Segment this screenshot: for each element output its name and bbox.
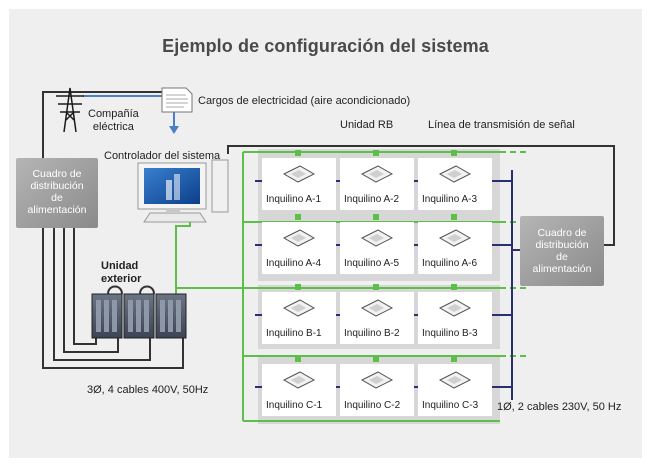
- monitor-stand: [166, 209, 180, 213]
- cassette-unit-icon: [438, 229, 472, 247]
- right-power-panel-label: Cuadro de distribución de alimentación: [532, 227, 592, 275]
- diagram-title: Ejemplo de configuración del sistema: [162, 36, 489, 56]
- controller-label: Controlador del sistema: [104, 150, 221, 162]
- cassette-unit-icon: [282, 165, 316, 183]
- cassette-grille: [369, 234, 384, 242]
- document-lines: [166, 94, 188, 108]
- pc-tower: [211, 159, 229, 213]
- computer-icon: [137, 159, 229, 223]
- outdoor-unit-icon: [123, 293, 155, 339]
- cassette-unit-icon: [438, 165, 472, 183]
- outdoor-unit-fin: [160, 300, 165, 332]
- cassette-grille: [447, 170, 462, 178]
- cassette-unit-icon: [438, 371, 472, 389]
- outdoor-unit-fin: [128, 300, 133, 332]
- rb-unit-label: Unidad RB: [340, 119, 394, 131]
- cassette-grille: [291, 304, 306, 312]
- tower-legs: [63, 87, 77, 133]
- outdoor-unit-fin: [168, 300, 173, 332]
- tenant-label: Inquilino A-5: [344, 258, 400, 269]
- utility-label: Compañía eléctrica: [88, 108, 139, 133]
- left-power-panel-box: [16, 158, 98, 228]
- tower-brace: [65, 111, 75, 121]
- right-power-panel-box: [520, 216, 604, 286]
- three-phase-line-1: [42, 228, 184, 369]
- cassette-grille: [369, 170, 384, 178]
- cassette-unit-icon: [282, 229, 316, 247]
- outdoor-unit-fin: [112, 300, 117, 332]
- outdoor-unit-fin: [136, 300, 141, 332]
- cassette-unit-icon: [438, 299, 472, 317]
- single-phase-label: 1Ø, 2 cables 230V, 50 Hz: [497, 401, 622, 413]
- rb-unit-icon: [451, 150, 457, 156]
- rb-unit-icon: [451, 356, 457, 362]
- rb-unit-icon: [451, 214, 457, 220]
- cassette-unit-icon: [360, 371, 394, 389]
- tenant-label: Inquilino A-2: [344, 194, 400, 205]
- billing-arrow-icon: [169, 126, 179, 134]
- tenant-label: Inquilino B-1: [266, 328, 322, 339]
- rb-unit-icon: [373, 284, 379, 290]
- rb-unit-icon: [373, 356, 379, 362]
- rb-unit-icon: [373, 214, 379, 220]
- tenant-label: Inquilino C-3: [422, 400, 479, 411]
- cassette-unit-icon: [360, 229, 394, 247]
- rb-unit-icon: [295, 356, 301, 362]
- outdoor-unit-fin: [144, 300, 149, 332]
- cassette-grille: [369, 376, 384, 384]
- cassette-grille: [447, 376, 462, 384]
- cassette-grille: [369, 304, 384, 312]
- three-phase-cables: [42, 91, 184, 369]
- signal-line-label: Línea de transmisión de señal: [428, 119, 575, 131]
- outdoor-units: [91, 285, 187, 339]
- rb-unit-icon: [373, 150, 379, 156]
- tenant-label: Inquilino A-1: [266, 194, 322, 205]
- tenant-label: Inquilino B-2: [344, 328, 400, 339]
- rb-unit-icon: [295, 214, 301, 220]
- outdoor-unit-icon: [155, 293, 187, 339]
- document-icon: [161, 87, 193, 113]
- outdoor-unit-fin: [96, 300, 101, 332]
- three-phase-line-3: [63, 228, 119, 353]
- indoor-units: [262, 150, 492, 416]
- screen-chart-bar-2: [174, 174, 180, 200]
- outdoor-unit-fin: [176, 300, 181, 332]
- cassette-grille: [447, 304, 462, 312]
- cassette-unit-icon: [360, 299, 394, 317]
- outdoor-unit-fin: [104, 300, 109, 332]
- tenant-label: Inquilino C-2: [344, 400, 401, 411]
- tenant-label: Inquilino B-3: [422, 328, 478, 339]
- tower-arms: [56, 95, 84, 113]
- utility-to-panel: [42, 91, 170, 160]
- three-phase-label: 3Ø, 4 cables 400V, 50Hz: [87, 384, 209, 396]
- cassette-unit-icon: [282, 299, 316, 317]
- rb-unit-icon: [451, 284, 457, 290]
- power-loop-line: [227, 145, 615, 246]
- cassette-grille: [291, 234, 306, 242]
- outdoor-unit-icon: [91, 293, 123, 339]
- cassette-unit-icon: [360, 165, 394, 183]
- cassette-grille: [291, 170, 306, 178]
- left-power-panel-label: Cuadro de distribución de alimentación: [27, 168, 87, 216]
- rb-unit-icon: [295, 150, 301, 156]
- screen-chart-bar-1: [166, 180, 172, 200]
- refrigerant-loop: [107, 285, 155, 295]
- charges-label: Cargos de electricidad (aire acondiciona…: [198, 95, 411, 107]
- three-phase-line-2: [53, 228, 151, 361]
- cassette-grille: [291, 376, 306, 384]
- cassette-grille: [447, 234, 462, 242]
- cassette-unit-icon: [282, 371, 316, 389]
- tenant-label: Inquilino C-1: [266, 400, 323, 411]
- outdoor-unit-label: Unidad exterior: [101, 260, 142, 285]
- keyboard: [143, 212, 207, 223]
- three-phase-line-4: [73, 228, 97, 345]
- tenant-label: Inquilino A-6: [422, 258, 478, 269]
- document-sheet: [161, 87, 193, 113]
- transmission-tower-icon: [56, 87, 84, 133]
- rb-unit-icon: [295, 284, 301, 290]
- tenant-label: Inquilino A-3: [422, 194, 478, 205]
- tenant-label: Inquilino A-4: [266, 258, 322, 269]
